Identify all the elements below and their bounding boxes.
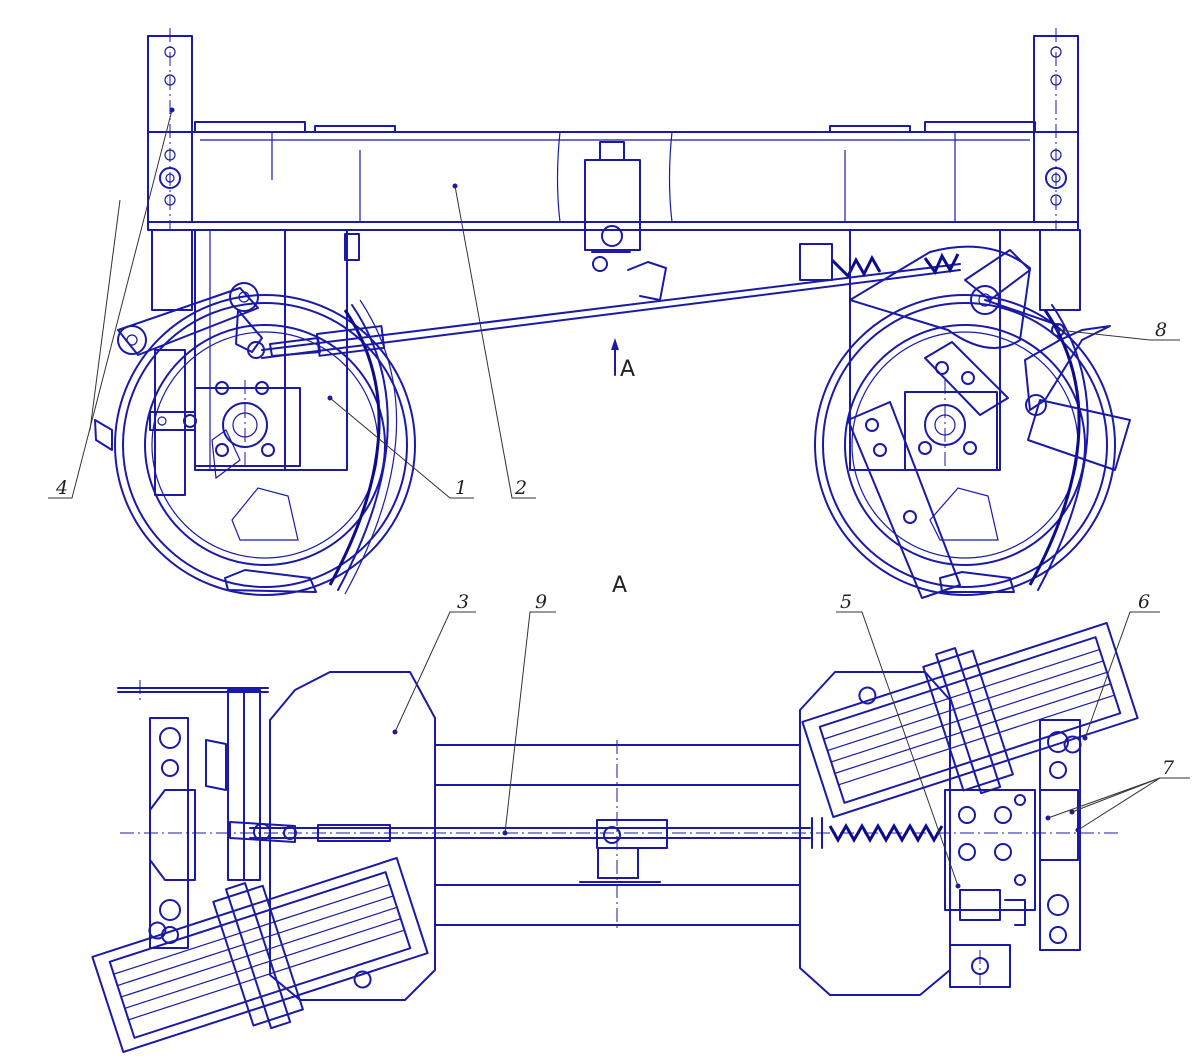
callout-1: 1 [455,477,467,499]
left-post [147,28,193,230]
callout-2: 2 [514,477,527,499]
callout-9: 9 [535,591,547,613]
callout-6: 6 [1138,591,1150,613]
main-beam [147,121,1079,231]
right-post [1033,28,1079,230]
left-bracket [151,229,360,471]
left-sheave-assembly [91,857,429,1053]
right-side-frame [944,719,1081,988]
tie-rod-plan [249,817,944,849]
view-section-title: A [612,573,627,598]
view-arrow-letter: A [620,357,635,382]
left-bearing-block [149,349,301,496]
callout-7: 7 [1162,757,1175,779]
left-sheave [94,294,416,596]
left-lever [117,282,265,359]
limit-switch [584,141,667,301]
callout-8: 8 [1155,319,1167,341]
view-arrow [611,338,619,376]
right-brake-shoes [847,325,1131,599]
callout-3: 3 [457,591,469,613]
callout-leaders [48,107,1190,889]
right-sheave-assembly [801,622,1139,818]
center-clamp [579,819,668,883]
side-elevation-view [94,28,1131,599]
right-bracket [849,229,1081,471]
plan-view [91,622,1139,1053]
callout-4: 4 [55,477,68,499]
callout-5: 5 [840,591,852,613]
left-plate [269,671,436,1001]
right-plate [799,671,951,996]
tie-rod-side [261,243,961,359]
